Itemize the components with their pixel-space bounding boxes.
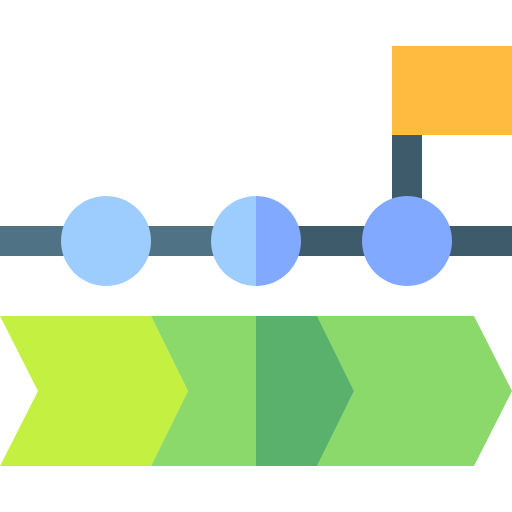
chevron-arrow-2-dark-segment [256,316,354,466]
milestone-node-1 [61,196,151,286]
milestone-node-2 [211,196,301,286]
chevron-arrow-3 [317,316,512,466]
milestone-node-2-left-half [211,196,256,286]
milestone-node-2-right-half [256,196,301,286]
chevron-arrow-2 [151,316,256,466]
chevron-arrow-1 [0,316,188,466]
milestone-node-3 [362,196,452,286]
flag-icon [392,46,512,135]
